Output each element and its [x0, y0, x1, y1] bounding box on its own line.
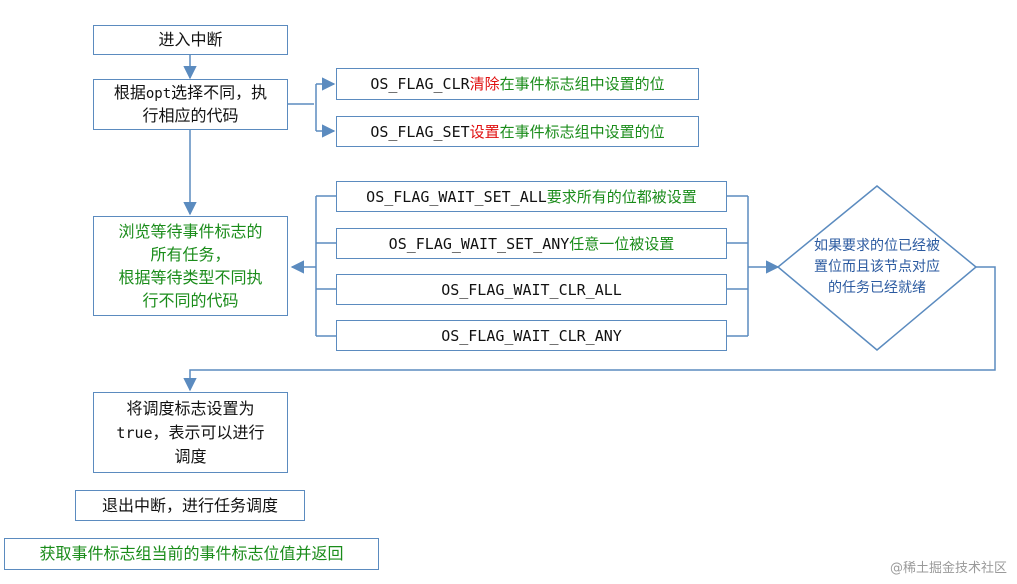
- wait-clr-all-code: OS_FLAG_WAIT_CLR_ALL: [441, 280, 622, 299]
- browse-line2: 所有任务，: [150, 245, 231, 264]
- opt-clr-verb: 清除: [469, 75, 500, 93]
- decision-text: 如果要求的位已经被 置位而且该节点对应 的任务已经就绪: [814, 238, 940, 296]
- wait-set-all-text: 要求所有的位都被设置: [546, 187, 697, 206]
- watermark: @稀土掘金技术社区: [889, 561, 1007, 576]
- wait-set-any-text: 任意一位被设置: [569, 234, 675, 253]
- enter-interrupt-label: 进入中断: [158, 30, 223, 49]
- arrow-decision-to-sched: [183, 266, 996, 392]
- return-flags-label: 获取事件标志组当前的事件标志位值并返回: [39, 544, 344, 563]
- wait-clr-all-box: OS_FLAG_WAIT_CLR_ALL: [336, 274, 727, 305]
- opt-clr-rest: 在事件标志组中设置的位: [499, 75, 665, 93]
- opt-set-verb: 设置: [469, 122, 500, 141]
- select-by-opt-box: 根据opt选择不同，执 行相应的代码: [93, 79, 288, 130]
- browse-line4: 行不同的代码: [142, 291, 239, 310]
- exit-interrupt-box: 退出中断，进行任务调度: [75, 490, 305, 521]
- sched-line3: 调度: [174, 446, 207, 466]
- wait-clr-any-code: OS_FLAG_WAIT_CLR_ANY: [441, 326, 622, 345]
- browse-line1: 浏览等待事件标志的: [118, 222, 263, 241]
- browse-tasks-box: 浏览等待事件标志的 所有任务， 根据等待类型不同执 行不同的代码: [93, 216, 288, 316]
- sched-line1: 将调度标志设置为: [126, 398, 255, 418]
- decision-diamond: [776, 185, 978, 351]
- opt-set-rest: 在事件标志组中设置的位: [499, 122, 665, 141]
- wait-clr-any-box: OS_FLAG_WAIT_CLR_ANY: [336, 320, 727, 351]
- return-flags-box: 获取事件标志组当前的事件标志位值并返回: [4, 538, 379, 570]
- sched-line2: true，表示可以进行: [116, 422, 265, 442]
- wait-set-any-code: OS_FLAG_WAIT_SET_ANY: [388, 234, 570, 253]
- wait-set-all-code: OS_FLAG_WAIT_SET_ALL: [366, 187, 547, 206]
- select-line1: 根据opt选择不同，执: [113, 83, 268, 102]
- set-schedule-flag-box: 将调度标志设置为 true，表示可以进行 调度: [93, 392, 288, 473]
- opt-clr-code: OS_FLAG_CLR: [370, 75, 470, 93]
- opt-set-code: OS_FLAG_SET: [370, 122, 470, 141]
- exit-interrupt-label: 退出中断，进行任务调度: [101, 495, 278, 515]
- select-line2: 行相应的代码: [142, 106, 239, 125]
- browse-line3: 根据等待类型不同执: [118, 268, 263, 287]
- enter-interrupt-box: 进入中断: [93, 25, 288, 55]
